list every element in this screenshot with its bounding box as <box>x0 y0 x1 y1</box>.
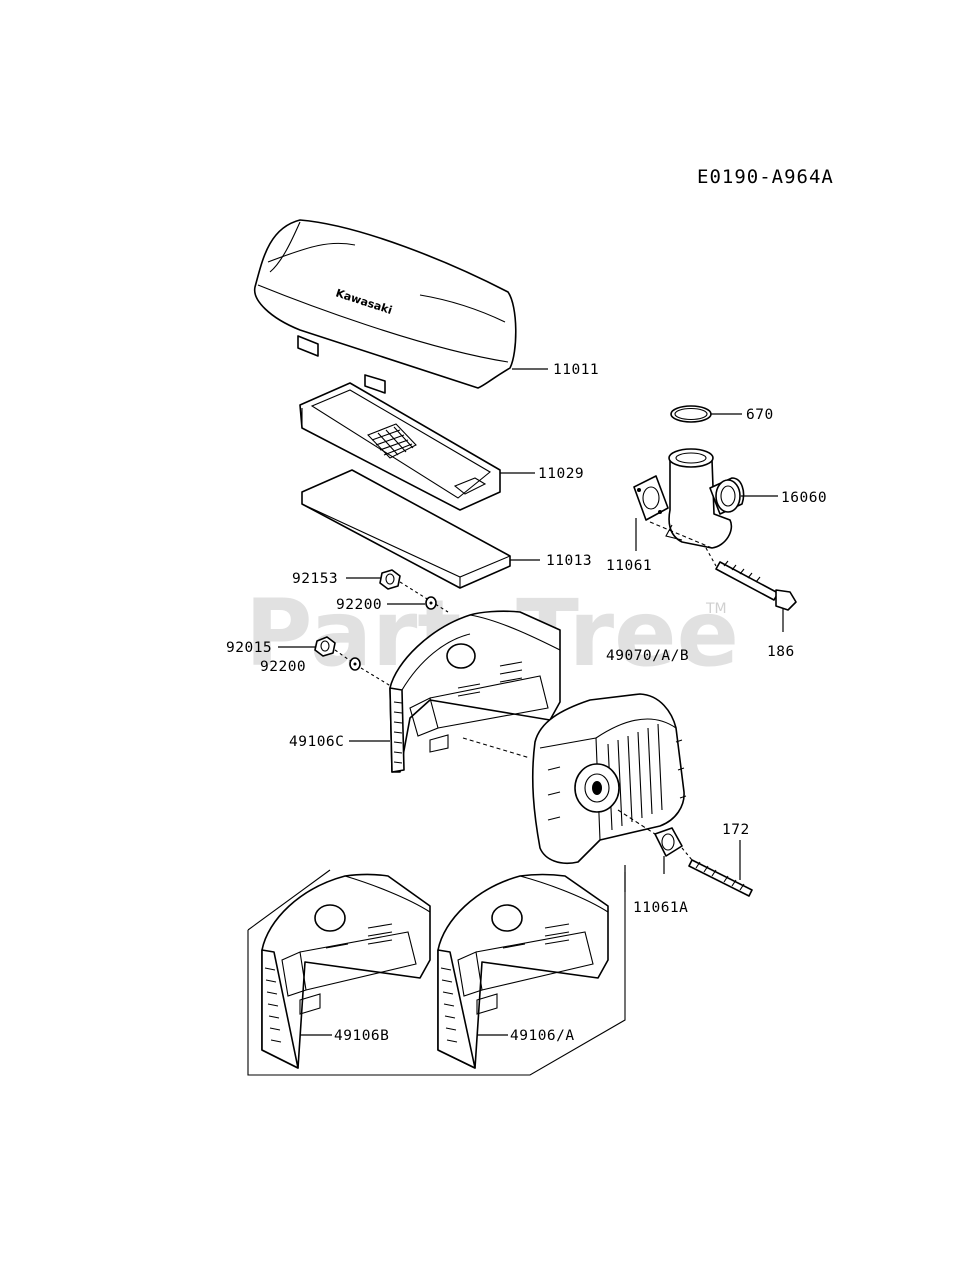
washer-92200-upper[interactable] <box>387 596 437 610</box>
muffler-cover-49106b[interactable] <box>261 873 431 1069</box>
part-label-16060: 16060 <box>781 490 827 506</box>
muffler[interactable] <box>462 693 687 864</box>
part-label-11011: 11011 <box>553 362 599 378</box>
part-label-186: 186 <box>767 644 795 660</box>
part-label-92015: 92015 <box>226 640 272 656</box>
air-filter-element[interactable] <box>299 382 535 511</box>
nut-92153[interactable] <box>346 569 449 613</box>
nut-92015[interactable] <box>278 636 353 663</box>
part-label-670: 670 <box>746 407 774 423</box>
part-label-172: 172 <box>722 822 750 838</box>
part-label-49070: 49070/A/B <box>606 648 689 664</box>
stud-bolt[interactable] <box>681 840 753 897</box>
bolt[interactable] <box>705 547 797 632</box>
pre-filter[interactable] <box>301 469 540 589</box>
air-cleaner-cover[interactable]: Kawasaki <box>253 219 548 394</box>
watermark-trademark: TM <box>705 601 727 617</box>
washer-92200-lower[interactable] <box>349 657 395 689</box>
intake-elbow[interactable] <box>665 448 778 549</box>
gasket[interactable] <box>633 475 669 551</box>
part-label-92200-lower: 92200 <box>260 659 306 675</box>
part-label-11061a: 11061A <box>633 900 688 916</box>
cover-vents-49106b <box>264 923 393 1043</box>
filter-mesh-pattern <box>367 423 417 459</box>
part-label-92200-upper: 92200 <box>336 597 382 613</box>
muffler-cover-49106a[interactable] <box>437 873 609 1069</box>
part-label-92153: 92153 <box>292 571 338 587</box>
diagram-code: E0190-A964A <box>697 166 834 188</box>
part-label-49106b: 49106B <box>334 1028 389 1044</box>
part-label-11029: 11029 <box>538 466 584 482</box>
o-ring[interactable] <box>670 405 742 423</box>
part-label-11013: 11013 <box>546 553 592 569</box>
alignment-line-elbow <box>649 521 713 549</box>
part-label-49106c: 49106C <box>289 734 344 750</box>
part-label-49106a: 49106/A <box>510 1028 575 1044</box>
muffler-cover-49106c[interactable] <box>349 610 561 773</box>
cover-vents-49106a <box>440 923 570 1043</box>
part-label-11061: 11061 <box>606 558 652 574</box>
alternates-bracket <box>247 869 626 1076</box>
cover-vents <box>393 661 523 764</box>
